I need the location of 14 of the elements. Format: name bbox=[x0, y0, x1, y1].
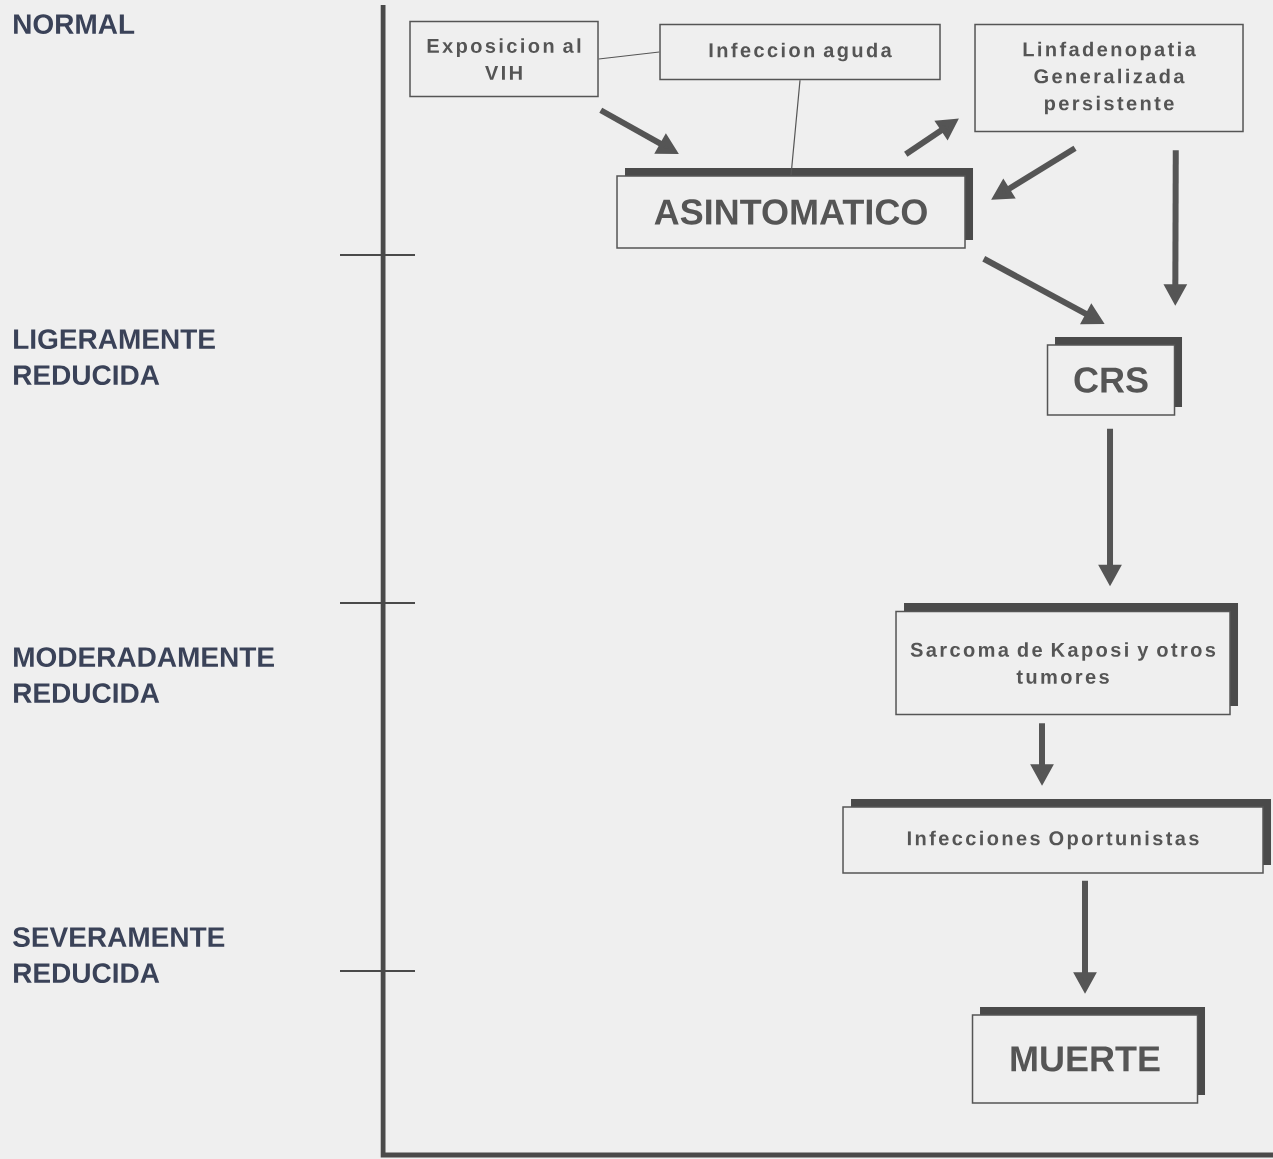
shadowed-box: CRS bbox=[1046, 337, 1182, 416]
level-label: LIGERAMENTE REDUCIDA bbox=[14, 329, 215, 385]
process-box: Infeccion aguda bbox=[659, 23, 941, 81]
level-label: NORMAL bbox=[14, 14, 135, 34]
shadowed-box: Sarcoma de Kaposi y otros tumores bbox=[895, 603, 1238, 716]
connector-line bbox=[598, 51, 660, 60]
process-box: Linfadenopatia Generalizada persistente bbox=[974, 23, 1244, 133]
process-box: Exposicion al VIH bbox=[409, 20, 599, 98]
connector-line bbox=[790, 79, 801, 176]
shadowed-box: ASINTOMATICO bbox=[616, 168, 973, 249]
level-label: MODERADAMENTE REDUCIDA bbox=[14, 647, 274, 704]
shadowed-box: MUERTE bbox=[971, 1007, 1205, 1104]
shadowed-box: Infecciones Oportunistas bbox=[842, 799, 1271, 874]
level-label: SEVERAMENTE REDUCIDA bbox=[13, 927, 225, 984]
